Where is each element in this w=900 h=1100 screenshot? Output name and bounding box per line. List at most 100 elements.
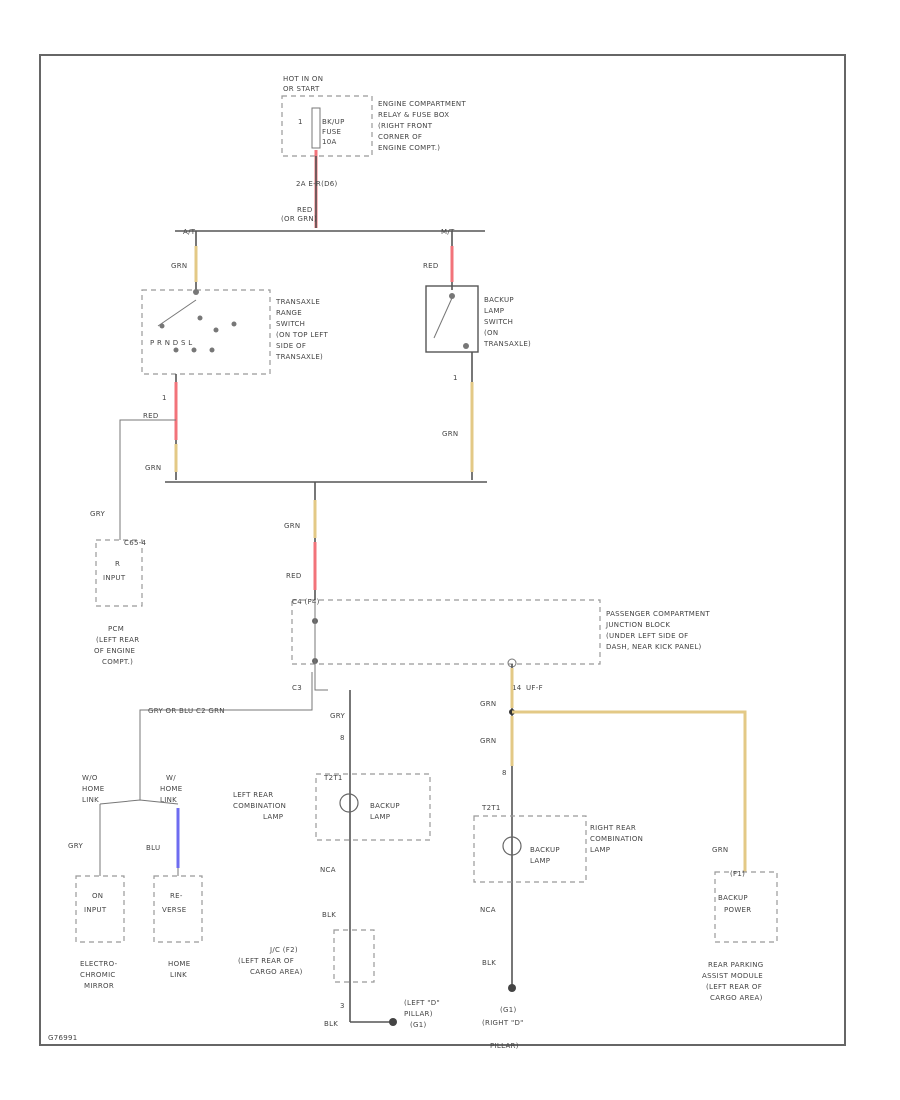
range-switch-desc-1: TRANSAXLE — [275, 298, 320, 306]
fuse-number: 1 — [298, 118, 303, 126]
backup-lamp-switch: BACKUP LAMP SWITCH (ON TRANSAXLE) — [425, 285, 531, 353]
pam-connector: (F1) — [730, 870, 745, 878]
electrochromic-mirror: ON INPUT ELECTRO- CHROMIC MIRROR — [75, 875, 125, 990]
fuse-icon — [311, 107, 321, 149]
range-switch-desc-2: RANGE — [276, 309, 302, 317]
wire-label-grn-6: GRN — [480, 737, 496, 745]
right-lamp-connector: T2T1 — [481, 804, 501, 812]
backup-switch-desc-2: LAMP — [484, 307, 504, 315]
right-lamp-label-1: BACKUP — [530, 846, 560, 854]
hot-label-1: HOT IN ON — [283, 75, 323, 83]
range-positions: P R N D S L — [150, 339, 192, 347]
pcm-desc-2: (LEFT REAR — [96, 636, 139, 644]
backup-switch-desc-1: BACKUP — [484, 296, 514, 304]
pin-label-3: 8 — [340, 734, 345, 742]
diagram-frame — [39, 54, 846, 1046]
wo-homelink-1: W/O — [82, 774, 98, 782]
wire-label-gry-2: GRY — [330, 712, 345, 720]
wire-label-grn-1: GRN — [171, 262, 187, 270]
wire-label-grn-5: GRN — [480, 700, 496, 708]
left-ground-2: PILLAR) — [404, 1010, 433, 1018]
wire-label-red-3: RED — [143, 412, 159, 420]
label-mt: M/T — [441, 228, 455, 236]
jb-connector: C4 (F4) — [292, 598, 320, 606]
jb-desc-4: DASH, NEAR KICK PANEL) — [606, 643, 702, 651]
jc-desc-1: J/C (F2) — [269, 946, 298, 954]
wire-label-fuse-out: 2A E-R(D6) — [296, 180, 338, 188]
mirror-desc-1: ELECTRO- — [80, 960, 118, 968]
homelink-re: RE- — [170, 892, 183, 900]
pin-label-5: 8 — [502, 769, 507, 777]
wire-label-blk-2: BLK — [324, 1020, 338, 1028]
right-rear-combination-lamp: T2T1 BACKUP LAMP RIGHT REAR COMBINATION … — [473, 804, 643, 883]
wire-label-grn-4: GRN — [284, 522, 300, 530]
right-lamp-label-2: LAMP — [530, 857, 550, 865]
fuse-label-2: FUSE — [322, 128, 341, 136]
wire-label-grn-2: GRN — [442, 430, 458, 438]
jb-c3-label: C3 — [292, 684, 302, 692]
hot-label-2: OR START — [283, 85, 320, 93]
fuse-box-desc-2: RELAY & FUSE BOX — [378, 111, 449, 119]
wire-label-red-2: RED — [423, 262, 439, 270]
joint-connector: J/C (F2) (LEFT REAR OF CARGO AREA) — [238, 929, 375, 983]
mirror-input: INPUT — [84, 906, 107, 914]
wire-label-grn-3: GRN — [145, 464, 161, 472]
wire-label-nca-2: NCA — [480, 906, 496, 914]
pcm-desc-4: COMPT.) — [102, 658, 133, 666]
right-bulb-icon — [502, 836, 522, 856]
pam-input-2: POWER — [724, 906, 751, 914]
backup-switch-desc-4: (ON — [484, 329, 498, 337]
left-output-wire — [314, 664, 328, 691]
wire-label-grn-7: GRN — [712, 846, 728, 854]
w-homelink-1: W/ — [166, 774, 176, 782]
w-homelink-2: HOME — [160, 785, 182, 793]
right-ground-1: (G1) — [500, 1006, 517, 1014]
pcm-input-2: INPUT — [103, 574, 126, 582]
right-lamp-desc-3: LAMP — [590, 846, 610, 854]
wire-label-blk-3: BLK — [482, 959, 496, 967]
range-switch-desc-4: (ON TOP LEFT — [276, 331, 328, 339]
left-lamp-label-1: BACKUP — [370, 802, 400, 810]
pin-label-2: 1 — [162, 394, 167, 402]
pcm-input-1: R — [115, 560, 120, 568]
pcm-module: C65-4 R INPUT PCM (LEFT REAR OF ENGINE C… — [94, 539, 147, 666]
fuse-label-3: 10A — [322, 138, 337, 146]
homelink-module: RE- VERSE HOME LINK — [153, 875, 203, 979]
right-ground-3: PILLAR) — [490, 1042, 519, 1050]
right-lamp-desc-1: RIGHT REAR — [590, 824, 636, 832]
backup-switch-desc-5: TRANSAXLE) — [483, 340, 531, 348]
junction-block: C4 (F4) PASSENGER COMPARTMENT JUNCTION B… — [291, 598, 710, 668]
range-switch-desc-3: SWITCH — [276, 320, 305, 328]
wire-label-or-grn: (OR GRN) — [281, 215, 317, 223]
jb-desc-3: (UNDER LEFT SIDE OF — [606, 632, 689, 640]
pam-desc-1: REAR PARKING — [708, 961, 764, 969]
jb-pin-14: 14 — [512, 684, 522, 692]
range-switch-desc-5: SIDE OF — [276, 342, 306, 350]
jc-desc-3: CARGO AREA) — [250, 968, 303, 976]
w-homelink-3: LINK — [160, 796, 177, 804]
fuse-box-desc-5: ENGINE COMPT.) — [378, 144, 440, 152]
left-ground-icon — [389, 1018, 397, 1026]
pcm-desc-3: OF ENGINE — [94, 647, 135, 655]
pcm-desc-1: PCM — [108, 625, 124, 633]
jc-desc-2: (LEFT REAR OF — [238, 957, 294, 965]
pam-input-1: BACKUP — [718, 894, 748, 902]
left-lamp-connector: T2T1 — [323, 774, 343, 782]
parking-assist-module: (F1) BACKUP POWER REAR PARKING ASSIST MO… — [702, 870, 778, 1002]
pin-label-4: 3 — [340, 1002, 345, 1010]
left-ground-1: (LEFT "D" — [404, 999, 440, 1007]
wire-label-nca-1: NCA — [320, 866, 336, 874]
gry-run-wire — [139, 672, 313, 800]
backup-switch-desc-3: SWITCH — [484, 318, 513, 326]
figure-id: G76991 — [48, 1034, 78, 1042]
parking-assist-feed-wire — [512, 710, 747, 872]
wire-label-gry-3: GRY — [68, 842, 83, 850]
mirror-desc-2: CHROMIC — [80, 971, 116, 979]
pcm-connector: C65-4 — [124, 539, 147, 547]
jb-desc-2: JUNCTION BLOCK — [605, 621, 670, 629]
fuse-box-desc-3: (RIGHT FRONT — [378, 122, 433, 130]
left-lamp-desc-3: LAMP — [263, 813, 283, 821]
wo-homelink-2: HOME — [82, 785, 104, 793]
wire-label-blu: BLU — [146, 844, 160, 852]
